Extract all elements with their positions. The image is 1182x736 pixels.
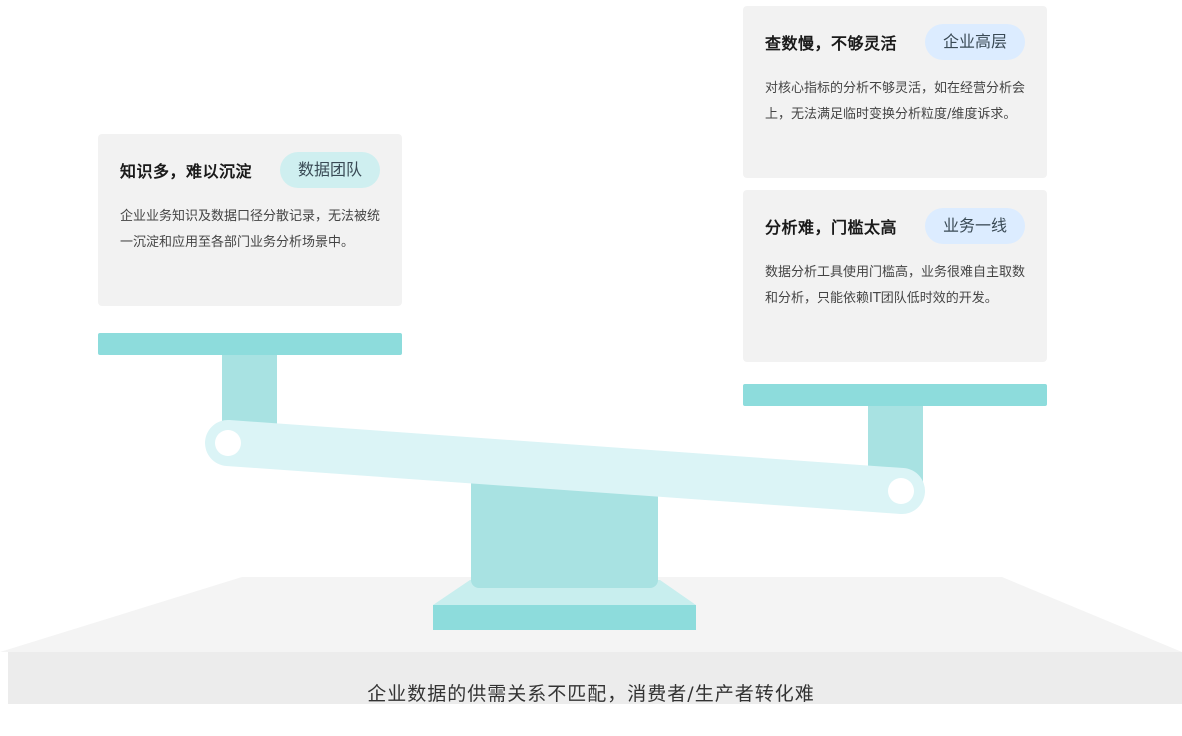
left-tray	[98, 333, 402, 355]
right-pivot-circle	[888, 478, 914, 504]
card-description: 企业业务知识及数据口径分散记录，无法被统一沉淀和应用至各部门业务分析场景中。	[120, 209, 381, 250]
tag-executives: 企业高层	[924, 24, 1025, 60]
card-title: 知识多，难以沉淀	[120, 162, 253, 181]
card-description: 对核心指标的分析不够灵活，如在经营分析会上，无法满足临时变换分析粒度/维度诉求。	[765, 81, 1026, 122]
seesaw-beam	[205, 420, 925, 514]
fulcrum-base	[433, 605, 696, 630]
tag-frontline-business: 业务一线	[924, 208, 1025, 244]
card-title: 分析难，门槛太高	[765, 218, 898, 237]
card-knowledge: 知识多，难以沉淀 数据团队 企业业务知识及数据口径分散记录，无法被统一沉淀和应用…	[98, 134, 402, 306]
footer-caption: 企业数据的供需关系不匹配，消费者/生产者转化难	[367, 683, 815, 705]
card-header: 分析难，门槛太高 业务一线	[765, 208, 1025, 244]
footer-band	[8, 652, 1182, 704]
card-title: 查数慢，不够灵活	[765, 34, 898, 53]
card-query-slow: 查数慢，不够灵活 企业高层 对核心指标的分析不够灵活，如在经营分析会上，无法满足…	[743, 6, 1047, 178]
card-analysis-hard: 分析难，门槛太高 业务一线 数据分析工具使用门槛高，业务很难自主取数和分析，只能…	[743, 190, 1047, 362]
card-description: 数据分析工具使用门槛高，业务很难自主取数和分析，只能依赖IT团队低时效的开发。	[765, 265, 1026, 306]
card-header: 知识多，难以沉淀 数据团队	[120, 152, 380, 188]
left-pivot-circle	[215, 430, 241, 456]
tag-data-team: 数据团队	[279, 152, 380, 188]
fulcrum-pillar	[471, 470, 658, 588]
right-tray	[743, 384, 1047, 406]
card-header: 查数慢，不够灵活 企业高层	[765, 24, 1025, 60]
